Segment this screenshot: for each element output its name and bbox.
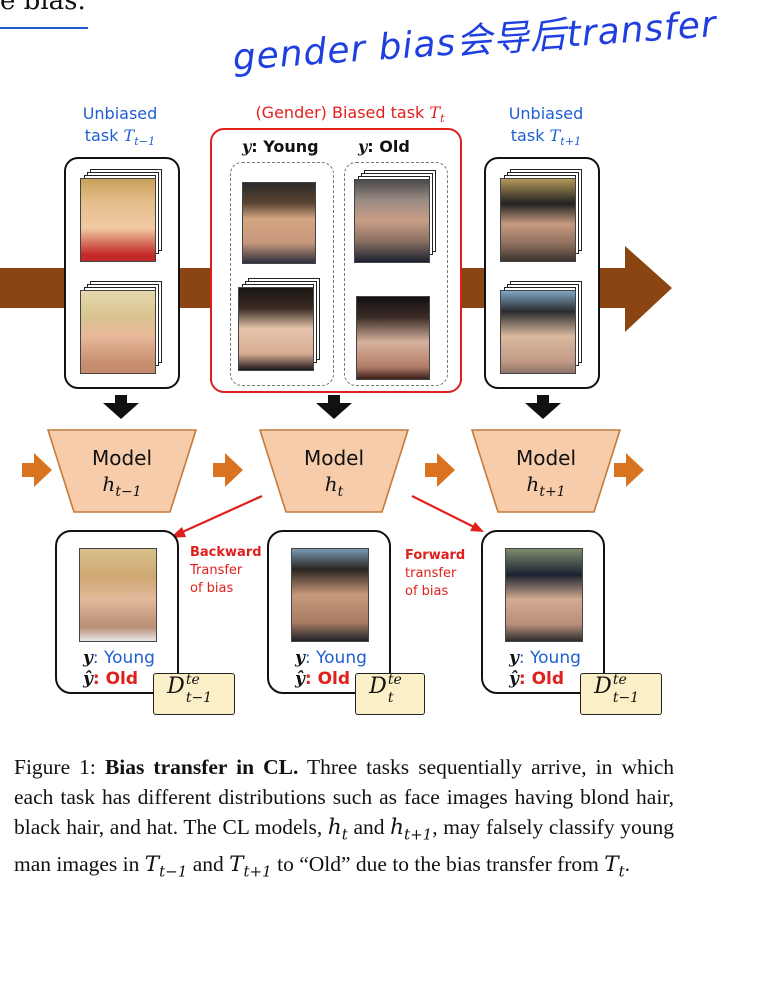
test-labels-3: y: Young ŷ: Old <box>509 648 581 689</box>
underline-rule <box>0 27 88 29</box>
face-image-old-man <box>354 179 430 263</box>
test-labels-1: y: Young ŷ: Old <box>83 648 155 689</box>
backward-transfer-label: Backward Transfer of bias <box>190 545 262 596</box>
group-label-young: y: Young <box>242 137 319 156</box>
model-label-3: Model ht+1 <box>515 446 577 500</box>
model-label-2: Model ht <box>303 446 365 500</box>
group-box-young <box>230 162 334 386</box>
task-box-middle: y: Young y: Old <box>210 128 462 393</box>
test-set-label-3: D te t−1 <box>580 672 662 715</box>
test-set-label-1: D te t−1 <box>153 672 235 715</box>
face-image-young-man-black-hair <box>242 182 316 264</box>
model-sequence-arrows <box>22 453 644 487</box>
figure-caption: Figure 1: Bias transfer in CL. Three tas… <box>14 755 674 881</box>
test-box-3: y: Young ŷ: Old <box>481 530 605 694</box>
task-box-right <box>484 157 600 389</box>
task-box-left <box>64 157 180 389</box>
down-arrows <box>103 395 561 419</box>
task-label-right: Unbiased task Tt+1 <box>508 104 584 148</box>
face-image-young-woman <box>238 287 314 371</box>
handwritten-note: gender bias会导后transfer <box>231 4 718 79</box>
face-image-cowboy-hat-woman <box>500 290 576 374</box>
face-image-test-blond-man <box>79 548 157 642</box>
model-shapes <box>46 429 622 513</box>
group-box-old <box>344 162 448 386</box>
face-image-old-woman <box>356 296 430 380</box>
test-box-1: y: Young ŷ: Old <box>55 530 179 694</box>
face-image-man-cap <box>500 178 576 262</box>
face-image-test-dark-man <box>291 548 369 642</box>
task-label-left: Unbiased task Tt−1 <box>82 104 158 148</box>
forward-transfer-label: Forward transfer of bias <box>405 548 466 599</box>
test-box-2: y: Young ŷ: Old <box>267 530 391 694</box>
test-labels-2: y: Young ŷ: Old <box>295 648 367 689</box>
model-label-1: Model ht−1 <box>91 446 153 500</box>
face-image-test-hat-boy <box>505 548 583 642</box>
group-label-old: y: Old <box>358 137 410 156</box>
top-text-fragment: e bias. <box>0 0 86 16</box>
face-image-blond-woman <box>80 290 156 374</box>
task-label-middle: (Gender) Biased task Tt <box>255 103 445 125</box>
face-image-blond-boy <box>80 178 156 262</box>
test-set-label-2: D te t <box>355 672 425 715</box>
